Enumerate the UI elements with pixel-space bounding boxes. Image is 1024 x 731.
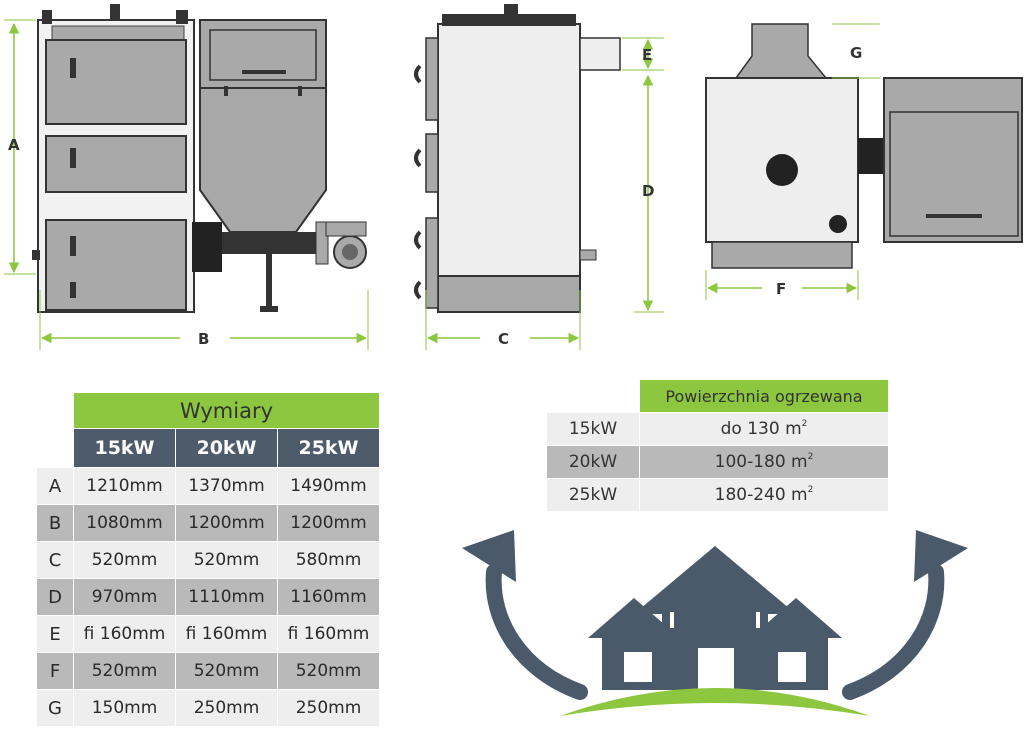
table-cell: 250mm — [277, 689, 380, 727]
table-cell: 1200mm — [277, 504, 380, 542]
house-illustration — [462, 530, 968, 716]
table-cell: fi 160mm — [277, 615, 380, 653]
row-label: G — [36, 689, 74, 727]
column-header-25kw: 25kW — [277, 428, 380, 468]
table-cell: 1210mm — [73, 467, 176, 505]
table-row: 15kW do 130 m2 — [546, 412, 889, 446]
power-cell: 15kW — [546, 412, 640, 446]
power-cell: 20kW — [546, 445, 640, 479]
table-row: A 1210mm 1370mm 1490mm — [36, 467, 380, 505]
table-cell: 1160mm — [277, 578, 380, 616]
table-row: E fi 160mm fi 160mm fi 160mm — [36, 615, 380, 653]
area-cell: 100-180 m2 — [639, 445, 889, 479]
table-cell: 1080mm — [73, 504, 176, 542]
side-view — [414, 4, 664, 350]
area-cell: do 130 m2 — [639, 412, 889, 446]
table-row: B 1080mm 1200mm 1200mm — [36, 504, 380, 542]
row-label: B — [36, 504, 74, 542]
table-cell: 1110mm — [175, 578, 278, 616]
row-label: A — [36, 467, 74, 505]
table-cell: 1490mm — [277, 467, 380, 505]
dim-label-d: D — [642, 182, 654, 200]
right-arrow-icon — [842, 530, 968, 700]
boiler-drawings: A B C D E F G — [4, 4, 1023, 350]
power-cell: 25kW — [546, 478, 640, 512]
area-cell: 180-240 m2 — [639, 478, 889, 512]
table-cell: 520mm — [73, 541, 176, 579]
table-row: C 520mm 520mm 580mm — [36, 541, 380, 579]
dim-label-e: E — [642, 46, 652, 64]
heating-area-title: Powierzchnia ogrzewana — [639, 379, 889, 413]
green-ground — [560, 688, 870, 716]
house-icon — [588, 546, 842, 690]
table-row: G 150mm 250mm 250mm — [36, 689, 380, 727]
front-view — [4, 4, 369, 350]
table-cell: fi 160mm — [175, 615, 278, 653]
table-row: 20kW 100-180 m2 — [546, 445, 889, 479]
table-cell: 150mm — [73, 689, 176, 727]
table-row: F 520mm 520mm 520mm — [36, 652, 380, 690]
table-cell: 520mm — [175, 541, 278, 579]
table-cell: 250mm — [175, 689, 278, 727]
column-header-15kw: 15kW — [73, 428, 176, 468]
dim-label-c: C — [498, 330, 509, 348]
table-row: 25kW 180-240 m2 — [546, 478, 889, 512]
table-row: D 970mm 1110mm 1160mm — [36, 578, 380, 616]
dimensions-title: Wymiary — [73, 392, 380, 429]
dim-label-a: A — [8, 136, 20, 154]
table-cell: 1370mm — [175, 467, 278, 505]
dim-label-g: G — [850, 44, 862, 62]
table-cell: 520mm — [73, 652, 176, 690]
table-cell: 970mm — [73, 578, 176, 616]
table-cell: 520mm — [277, 652, 380, 690]
dimensions-table: Wymiary 15kW 20kW 25kW A 1210mm 1370mm 1… — [36, 392, 380, 727]
table-cell: 580mm — [277, 541, 380, 579]
table-cell: 1200mm — [175, 504, 278, 542]
row-label: D — [36, 578, 74, 616]
heating-area-table: Powierzchnia ogrzewana 15kW do 130 m2 20… — [546, 379, 889, 512]
table-cell: 520mm — [175, 652, 278, 690]
table-corner — [37, 393, 74, 429]
dim-label-f: F — [776, 280, 786, 298]
row-label: C — [36, 541, 74, 579]
column-header-20kw: 20kW — [175, 428, 278, 468]
row-label: E — [36, 615, 74, 653]
table-cell: fi 160mm — [73, 615, 176, 653]
top-view — [705, 23, 1023, 300]
dim-label-b: B — [198, 330, 209, 348]
row-label: F — [36, 652, 74, 690]
left-arrow-icon — [462, 530, 588, 700]
